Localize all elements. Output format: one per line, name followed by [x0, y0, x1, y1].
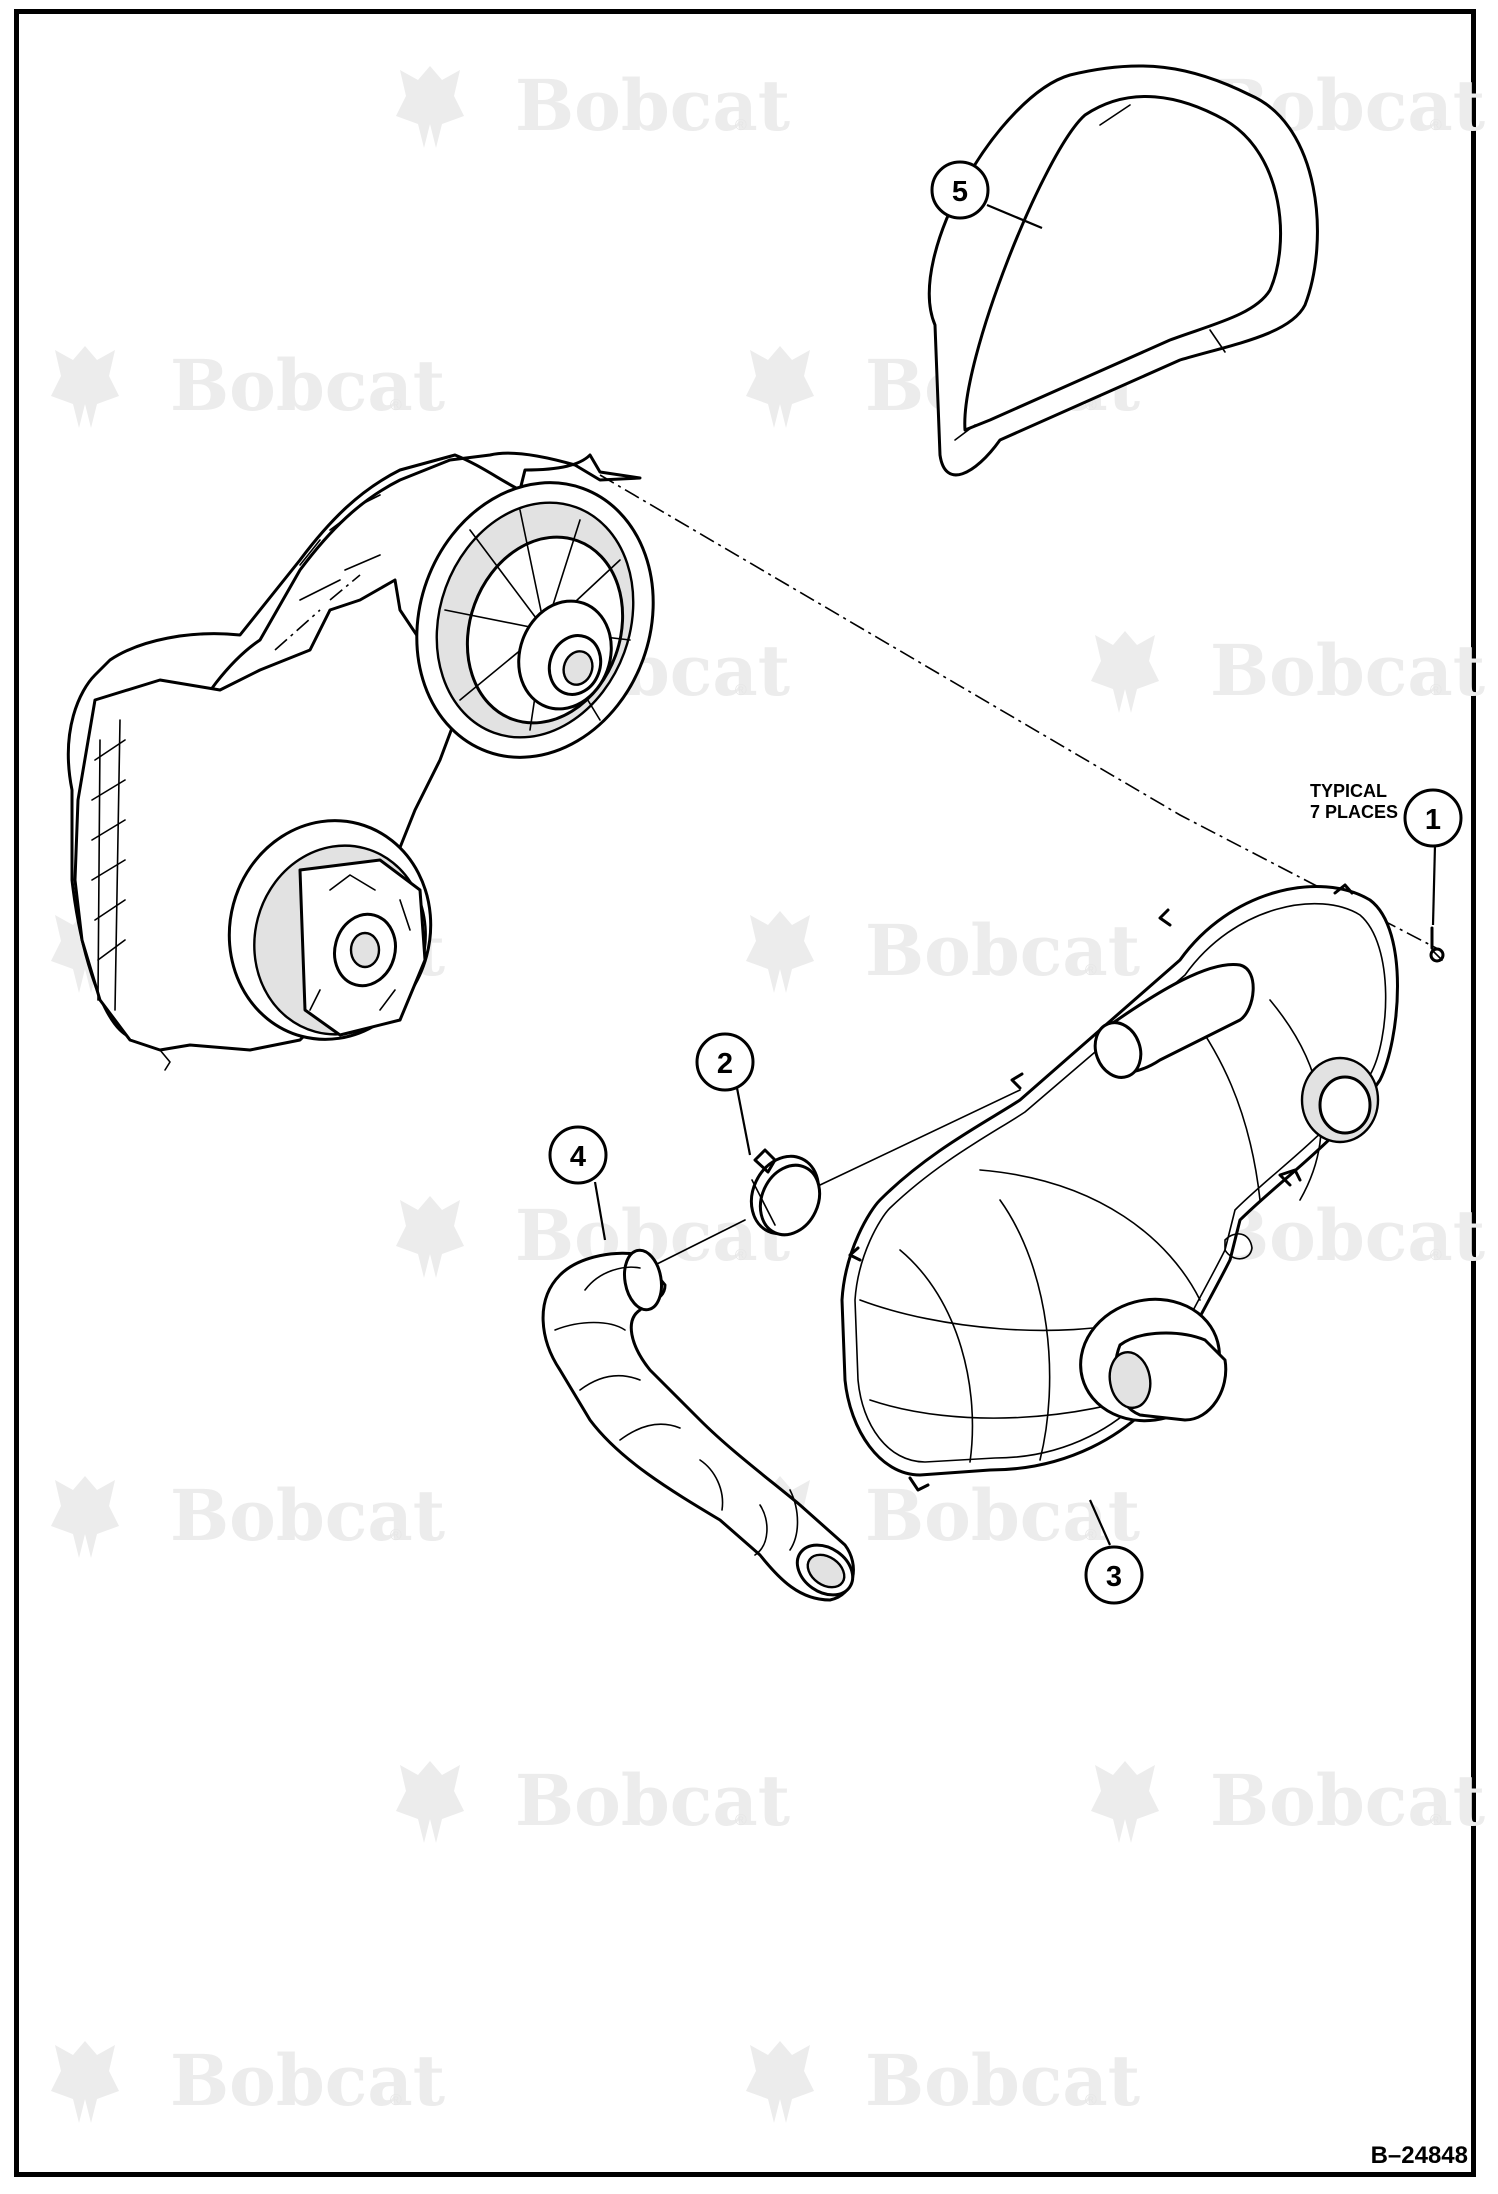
bolt [1429, 926, 1445, 963]
watermark-registered-mark: ® [1430, 1247, 1442, 1264]
callout-2-circle [695, 1032, 755, 1092]
bobcat-watermark: Bobcat® [746, 909, 1140, 993]
bobcat-watermark: Bobcat® [51, 1474, 445, 1558]
watermark-text: Bobcat [515, 1759, 790, 1842]
bobcat-watermark: Bobcat® [1091, 629, 1485, 713]
note-line-1: TYPICAL [1310, 781, 1387, 801]
watermark-registered-mark: ® [1430, 682, 1442, 699]
bobcat-logo-icon [396, 66, 464, 148]
bobcat-watermark: Bobcat® [396, 1759, 790, 1843]
air-duct-hose [541, 1248, 855, 1602]
watermark-text: Bobcat [865, 909, 1140, 992]
watermark-registered-mark: ® [1085, 962, 1097, 979]
bobcat-logo-icon [51, 1476, 119, 1558]
callout-4-label: 4 [570, 1141, 586, 1173]
watermark-registered-mark: ® [390, 397, 402, 414]
watermark-text: Bobcat [865, 1474, 1140, 1557]
watermark-registered-mark: ® [735, 1247, 747, 1264]
watermark-registered-mark: ® [735, 682, 747, 699]
bobcat-watermark: Bobcat® [51, 344, 445, 428]
bobcat-logo-icon [746, 2041, 814, 2123]
note-line-2: 7 PLACES [1310, 802, 1398, 822]
watermark-registered-mark: ® [1085, 1527, 1097, 1544]
callout-1-label: 1 [1425, 804, 1441, 836]
bobcat-logo-icon [396, 1196, 464, 1278]
assembly-line-hose [654, 1089, 1021, 1266]
bobcat-watermark: Bobcat® [396, 64, 790, 148]
bobcat-logo-icon [51, 2041, 119, 2123]
callout-3-circle [1084, 1545, 1144, 1605]
watermark-registered-mark: ® [390, 1527, 402, 1544]
watermark-registered-mark: ® [1085, 2092, 1097, 2109]
bobcat-watermark: Bobcat® [51, 2039, 445, 2123]
watermark-registered-mark: ® [1430, 117, 1442, 134]
callouts: 1 TYPICAL 7 PLACES 2 3 4 5 [548, 160, 1463, 1605]
watermark-text: Bobcat [1210, 1194, 1485, 1277]
cover-mounting-tabs [848, 883, 1354, 1492]
watermark-text: Bobcat [170, 1474, 445, 1557]
bobcat-logo-icon [746, 346, 814, 428]
drawing-number: B–24848 [1371, 2142, 1468, 2169]
bobcat-logo-icon [396, 1761, 464, 1843]
assembly-line [599, 474, 1441, 951]
bobcat-logo-icon [1091, 1761, 1159, 1843]
watermark-text: Bobcat [1210, 629, 1485, 712]
bobcat-watermark: Bobcat® [746, 2039, 1140, 2123]
inner-clutch-housing [66, 451, 655, 1071]
watermark-registered-mark: ® [1430, 1812, 1442, 1829]
bobcat-logo-icon [1091, 631, 1159, 713]
bobcat-watermark: Bobcat® [1091, 1759, 1485, 1843]
watermark-registered-mark: ® [735, 117, 747, 134]
callout-5-circle [930, 160, 990, 220]
callout-1-circle [1403, 788, 1463, 848]
bobcat-logo-icon [746, 911, 814, 993]
callout-4-circle [548, 1125, 608, 1185]
watermark-text: Bobcat [170, 2039, 445, 2122]
callout-2-label: 2 [717, 1048, 733, 1080]
bobcat-logo-icon [51, 346, 119, 428]
outer-clutch-cover [840, 883, 1399, 1492]
watermark-text: Bobcat [865, 2039, 1140, 2122]
callout-5-label: 5 [952, 176, 968, 208]
watermark-registered-mark: ® [390, 2092, 402, 2109]
drive-belt [928, 64, 1319, 477]
watermark-text: Bobcat [515, 64, 790, 147]
watermark-registered-mark: ® [735, 1812, 747, 1829]
hose-clamp [749, 1148, 822, 1237]
callout-3-label: 3 [1106, 1561, 1122, 1593]
watermark-text: Bobcat [170, 344, 445, 427]
watermark-text: Bobcat [1210, 1759, 1485, 1842]
